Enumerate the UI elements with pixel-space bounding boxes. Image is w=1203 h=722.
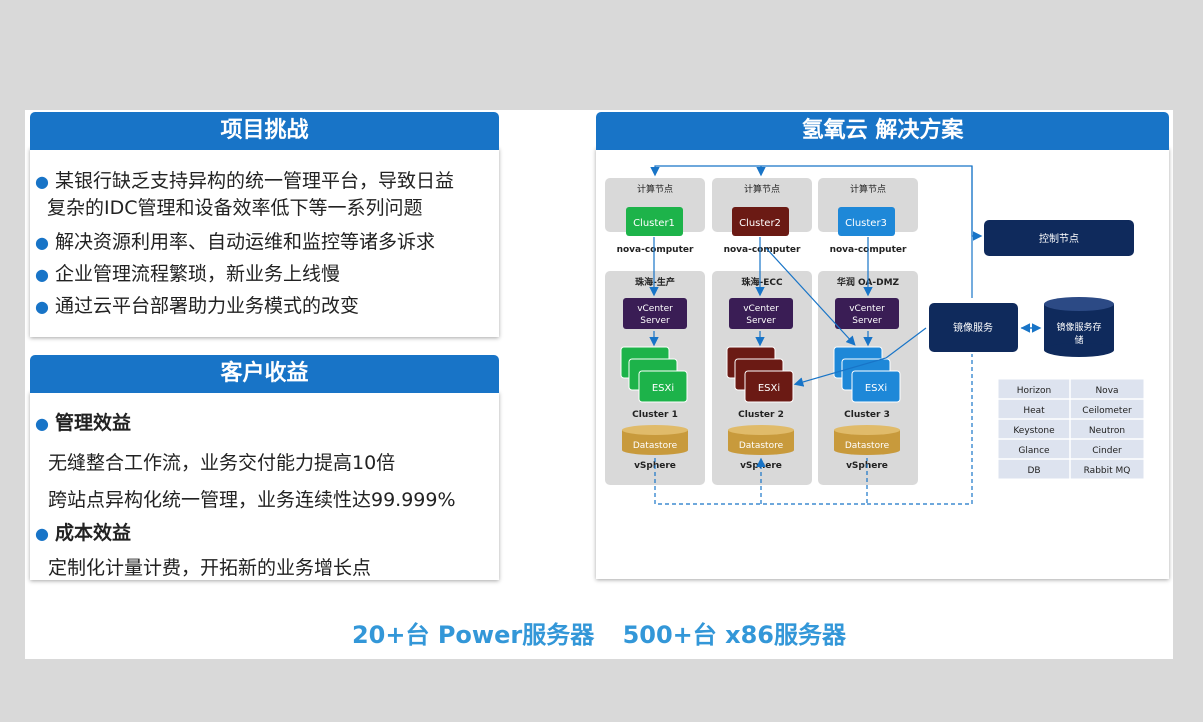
challenge-text-2: 解决资源利用率、自动运维和监控等诸多诉求 <box>54 231 435 253</box>
benefit-line-1: 无缝整合工作流，业务交付能力提高10倍 <box>48 452 396 474</box>
cluster-node-2-label: Cluster2 <box>739 218 781 229</box>
image-to-esxi <box>793 327 927 387</box>
datastore-dashed-link-3 <box>867 354 973 505</box>
esxi-3-front <box>851 370 901 403</box>
image-storage-l1: 镜像服务存 <box>1056 321 1101 333</box>
challenge-item-4: ● 通过云平台部署助力业务模式的改变 <box>35 293 359 320</box>
datastore-3: Datastore <box>834 425 900 455</box>
datastore-1-label: Datastore <box>633 441 678 451</box>
datastore-2: Datastore <box>728 425 794 455</box>
vcenter-2 <box>729 298 793 329</box>
footer-power: 20+台 Power服务器 <box>351 621 595 649</box>
connector-control <box>971 166 983 241</box>
vcenter-1-l2: Server <box>640 316 670 326</box>
challenge-title: 项目挑战 <box>30 112 499 150</box>
vcenter-3-l2: Server <box>852 316 882 326</box>
image-service <box>929 303 1018 352</box>
cluster-node-1-label: Cluster1 <box>633 218 675 229</box>
cluster-name-2: Cluster 2 <box>738 410 784 420</box>
benefit-section-1-text: 管理效益 <box>54 412 131 434</box>
bullet-dot-icon: ● <box>35 297 49 316</box>
esxi-2-front <box>744 370 794 403</box>
vcenter-2-l2: Server <box>746 316 776 326</box>
benefit-section-1: ● 管理效益 <box>35 410 131 437</box>
vcenter-1-l1: vCenter <box>637 304 673 314</box>
challenge-item-2: ● 解决资源利用率、自动运维和监控等诸多诉求 <box>35 229 435 256</box>
vcenter-1 <box>623 298 687 329</box>
datastore-2-label: Datastore <box>739 441 784 451</box>
benefit-panel <box>30 392 499 580</box>
datastore-1: Datastore <box>622 425 688 455</box>
control-node <box>984 220 1134 256</box>
architecture-diagram: 计算节点 计算节点 计算节点 Cluster1 Cluster2 Cluster… <box>605 165 1145 505</box>
esxi-1-label: ESXi <box>652 383 674 394</box>
service-cell: DB <box>1027 466 1040 476</box>
challenge-panel <box>30 148 499 337</box>
service-cell: Cinder <box>1092 446 1122 456</box>
service-cell: Heat <box>1023 406 1045 416</box>
footer-x86: 500+台 x86服务器 <box>622 621 847 649</box>
service-cell: Neutron <box>1089 426 1125 436</box>
challenge-text-1b: 复杂的IDC管理和设备效率低下等一系列问题 <box>47 197 423 219</box>
footer: 20+台 Power服务器 500+台 x86服务器 <box>25 615 1173 650</box>
service-table: Horizon Nova Heat Ceilometer Keystone Ne… <box>997 378 1145 480</box>
vcenter-3 <box>835 298 899 329</box>
benefit-section-2: ● 成本效益 <box>35 520 131 547</box>
benefit-line-2: 跨站点异构化统一管理，业务连续性达99.999% <box>48 489 456 511</box>
cluster-name-1: Cluster 1 <box>632 410 678 420</box>
cluster-node-1 <box>626 207 683 236</box>
site-label-1: 珠海-生产 <box>635 276 675 288</box>
benefit-title: 客户收益 <box>30 355 499 393</box>
vcenter-3-l1: vCenter <box>849 304 885 314</box>
bullet-dot-icon: ● <box>35 524 49 543</box>
vcenter-2-l1: vCenter <box>743 304 779 314</box>
service-cell: Nova <box>1095 386 1118 396</box>
cluster-node-3 <box>838 207 895 236</box>
slide: 项目挑战 ● 某银行缺乏支持异构的统一管理平台，导致日益 复杂的IDC管理和设备效… <box>25 110 1173 659</box>
node2-to-esxi3 <box>765 247 856 346</box>
cluster-name-3: Cluster 3 <box>844 410 890 420</box>
esxi-2-label: ESXi <box>758 383 780 394</box>
challenge-item-3: ● 企业管理流程繁琐，新业务上线慢 <box>35 261 340 288</box>
challenge-item-1: ● 某银行缺乏支持异构的统一管理平台，导致日益 <box>35 168 454 195</box>
datastore-dashed-link <box>654 458 868 505</box>
service-cell: Horizon <box>1017 386 1051 396</box>
bullet-dot-icon: ● <box>35 265 49 284</box>
benefit-section-2-text: 成本效益 <box>54 522 131 544</box>
challenge-text-3: 企业管理流程繁琐，新业务上线慢 <box>54 263 340 285</box>
datastore-3-label: Datastore <box>845 441 890 451</box>
site-label-2: 珠海-ECC <box>741 276 782 288</box>
challenge-text-1: 某银行缺乏支持异构的统一管理平台，导致日益 <box>54 170 454 192</box>
solution-title: 氢氧云 解决方案 <box>596 112 1169 150</box>
image-service-label: 镜像服务 <box>953 321 993 334</box>
cluster-node-2 <box>732 207 789 236</box>
compute-label-1: 计算节点 <box>637 183 673 195</box>
control-node-label: 控制节点 <box>1039 232 1079 245</box>
bullet-dot-icon: ● <box>35 172 49 191</box>
image-storage: 镜像服务存 储 <box>1044 297 1114 357</box>
cluster-node-3-label: Cluster3 <box>845 218 887 229</box>
bullet-dot-icon: ● <box>35 233 49 252</box>
service-cell: Glance <box>1018 446 1050 456</box>
bullet-dot-icon: ● <box>35 414 49 433</box>
service-cell: Ceilometer <box>1082 406 1132 416</box>
nova-label-1: nova-computer <box>617 245 694 255</box>
esxi-1-front <box>638 370 688 403</box>
compute-label-3: 计算节点 <box>850 183 886 195</box>
nova-label-2: nova-computer <box>724 245 801 255</box>
service-cell: Keystone <box>1013 426 1055 436</box>
benefit-line-3: 定制化计量计费，开拓新的业务增长点 <box>48 557 372 579</box>
esxi-3-label: ESXi <box>865 383 887 394</box>
challenge-text-4: 通过云平台部署助力业务模式的改变 <box>54 295 359 317</box>
image-storage-l2: 储 <box>1074 334 1083 346</box>
compute-label-2: 计算节点 <box>744 183 780 195</box>
service-cell: Rabbit MQ <box>1084 466 1131 476</box>
challenge-item-1b: 复杂的IDC管理和设备效率低下等一系列问题 <box>47 195 423 221</box>
